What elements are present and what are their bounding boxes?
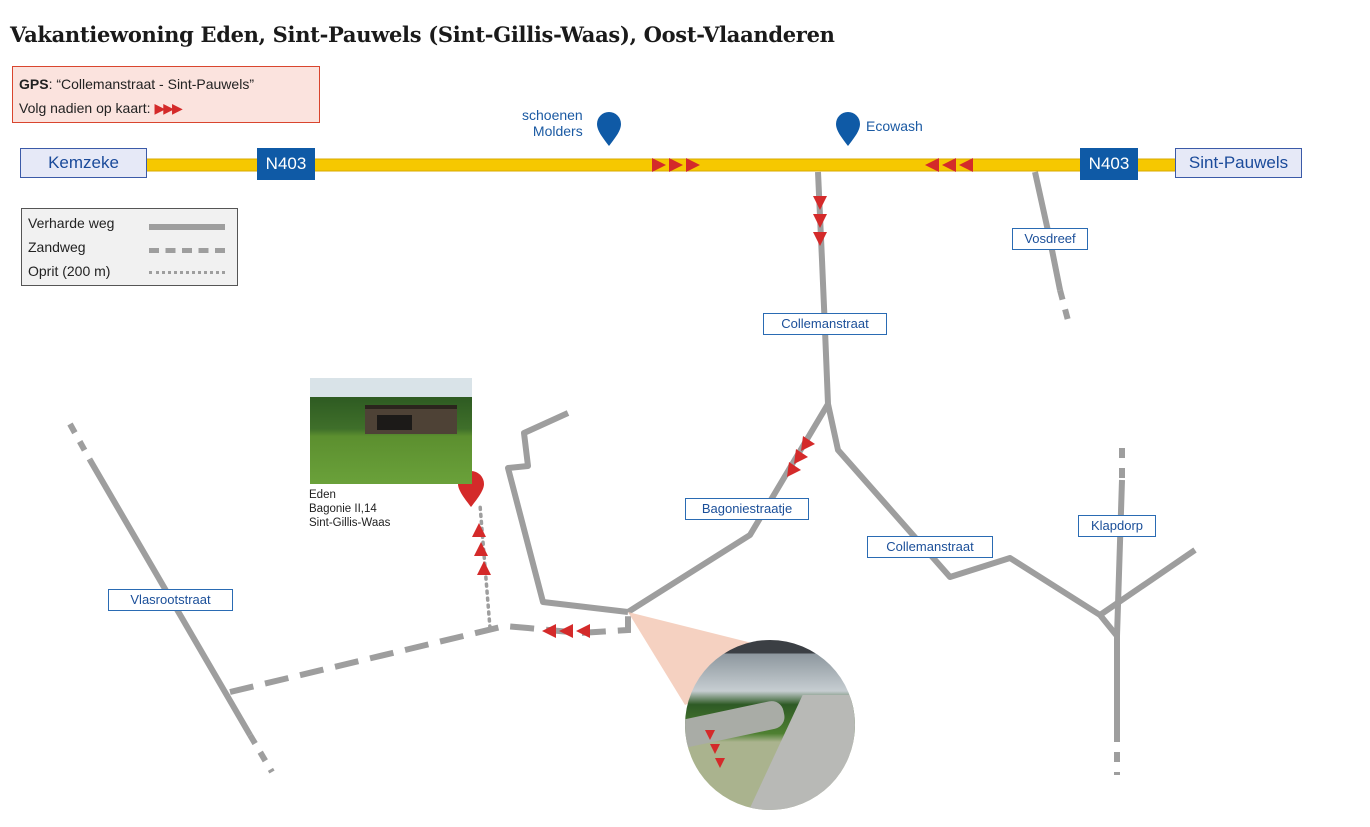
follow-arrows-icon: ▶▶▶ [154,100,182,116]
arrow [686,158,700,172]
map-title: Vakantiewoning Eden, Sint-Pauwels (Sint-… [10,22,835,47]
street-label-bagoniestraatje: Bagoniestraatje [685,498,809,520]
arrow [813,232,827,246]
poi-shoes-line1: schoenen [522,107,583,123]
arrow [942,158,956,172]
arrow [925,158,939,172]
follow-text: Volg nadien op kaart: [19,100,151,116]
legend-dotted-label: Oprit (200 m) [28,263,111,279]
arrow [959,158,973,172]
street-label-vlasrootstraat: Vlasrootstraat [108,589,233,611]
street-label-collemanstraat-north: Collemanstraat [763,313,887,335]
road-label-n403-west: N403 [257,148,315,180]
streetview-photo [685,640,855,810]
direction-arrows [472,158,973,638]
arrow [542,624,556,638]
destination-address: Eden Bagonie II,14 Sint-Gillis-Waas [309,488,390,530]
legend-dashed-swatch [149,248,225,253]
house-photo [310,378,472,484]
poi-shoes-line2: Molders [532,123,583,139]
street-label-vosdreef: Vosdreef [1012,228,1088,250]
town-kemzeke: Kemzeke [20,148,147,178]
road-label-n403-east: N403 [1080,148,1138,180]
arrow [559,624,573,638]
arrow [652,158,666,172]
poi-shoes-label: schoenen Molders [522,107,583,139]
road-collemanstraat-south [825,403,1120,638]
streetview-cone [628,612,800,705]
town-sint-pauwels: Sint-Pauwels [1175,148,1302,178]
arrow [801,436,815,451]
road-to-sand-junction [505,410,629,615]
house-building [365,405,457,434]
shoes-marker-icon [597,112,621,146]
legend-dashed-label: Zandweg [28,239,86,255]
ecowash-marker-icon [836,112,860,146]
legend-solid-swatch [149,224,225,230]
arrow [474,542,488,556]
poi-ecowash-label: Ecowash [866,118,923,134]
street-label-collemanstraat-south: Collemanstraat [867,536,993,558]
arrow [576,624,590,638]
road-klapdorp-ne [1098,547,1197,618]
legend-dotted-swatch [149,271,225,274]
arrow [472,523,486,537]
arrow [813,196,827,210]
road-zandweg [229,612,631,695]
arrow [477,561,491,575]
gps-instructions: GPS: “Collemanstraat - Sint-Pauwels” Vol… [12,66,320,123]
street-label-klapdorp: Klapdorp [1078,515,1156,537]
arrow [794,449,808,464]
gps-value: : “Collemanstraat - Sint-Pauwels” [48,76,254,92]
arrow [813,214,827,228]
destination-city: Sint-Gillis-Waas [309,517,391,529]
arrow [787,462,801,477]
destination-name: Eden [309,489,336,501]
legend-solid-label: Verharde weg [28,215,115,231]
destination-street: Bagonie II,14 [309,503,377,515]
arrow [669,158,683,172]
gps-label: GPS [19,76,49,92]
legend: Verharde weg Zandweg Oprit (200 m) [21,208,238,286]
